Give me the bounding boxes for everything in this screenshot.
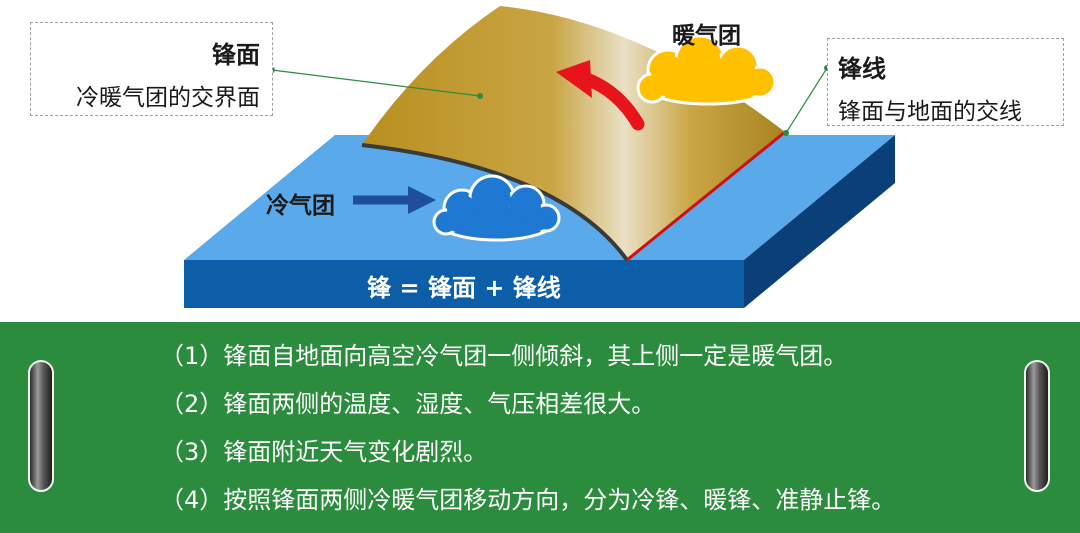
- formula-label: 锋 = 锋面 + 锋线: [367, 274, 561, 302]
- front-title: 锋面: [212, 41, 260, 69]
- front-line: [626, 130, 786, 262]
- point-item: （1）锋面自地面向高空冷气团一侧倾斜，其上侧一定是暖气团。: [160, 342, 848, 370]
- front-line-description: 锋面与地面的交线: [838, 99, 1022, 125]
- cold-air-label: 冷气团: [266, 193, 335, 219]
- binder-ring-icon: [1024, 360, 1050, 492]
- front-description: 冷暖气团的交界面: [76, 85, 260, 111]
- point-item: （4）按照锋面两侧冷暖气团移动方向，分为冷锋、暖锋、准静止锋。: [160, 486, 896, 514]
- front-line-title: 锋线: [838, 55, 886, 83]
- ground-side: [744, 135, 895, 308]
- point-item: （2）锋面两侧的温度、湿度、气压相差很大。: [160, 390, 656, 418]
- line-leader-line: [785, 67, 828, 134]
- front-leader-line: [271, 69, 481, 97]
- front-callout: 锋面 冷暖气团的交界面: [30, 22, 273, 116]
- notes-panel: （1）锋面自地面向高空冷气团一侧倾斜，其上侧一定是暖气团。 （2）锋面两侧的温度…: [0, 322, 1080, 533]
- point-item: （3）锋面附近天气变化剧烈。: [160, 438, 488, 466]
- ground-front: [184, 260, 744, 308]
- frontal-diagram: [184, 6, 895, 308]
- front-line-callout: 锋线 锋面与地面的交线: [827, 38, 1064, 126]
- binder-ring-icon: [28, 360, 54, 492]
- points-list: （1）锋面自地面向高空冷气团一侧倾斜，其上侧一定是暖气团。 （2）锋面两侧的温度…: [160, 332, 895, 524]
- warm-air-label: 暖气团: [672, 23, 741, 49]
